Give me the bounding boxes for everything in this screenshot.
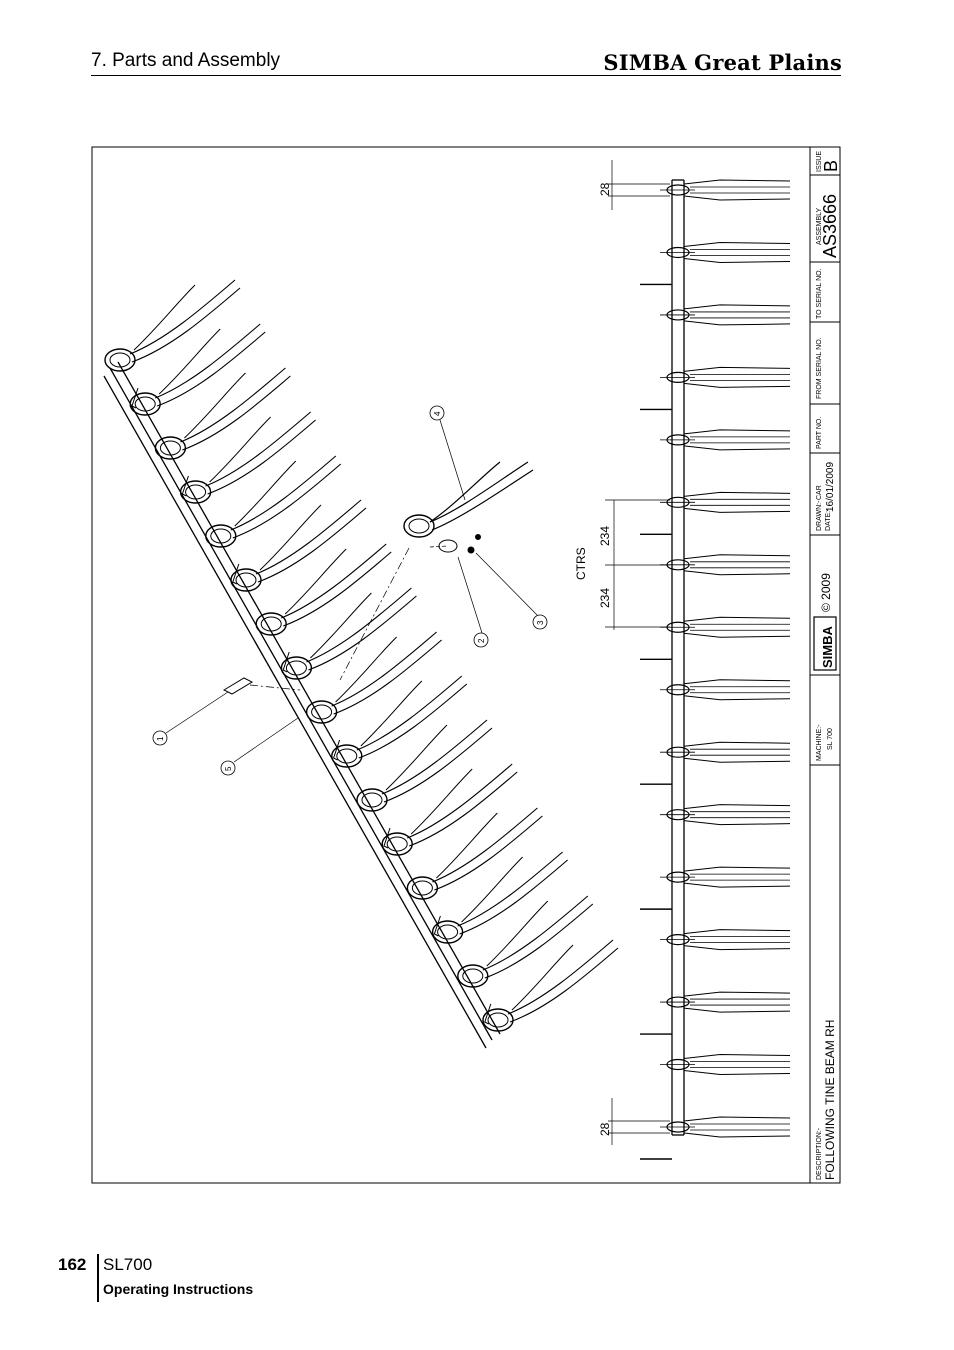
- isometric-tine: [179, 411, 316, 504]
- isometric-tine: [406, 807, 543, 937]
- side-tine: [640, 991, 791, 1035]
- title-block: [809, 147, 840, 1183]
- exploded-detail: [222, 461, 534, 695]
- side-tine: [640, 1116, 791, 1160]
- from-serial-label: FROM SERIAL NO.: [816, 337, 823, 399]
- side-tine: [660, 804, 791, 826]
- drawn-by: CAR: [816, 485, 823, 500]
- isometric-beam: [103, 361, 501, 1049]
- dimension-lines: [605, 160, 670, 1145]
- callout-2: 2: [473, 632, 489, 648]
- drawing-date: 16/01/2009: [825, 462, 836, 512]
- side-tine: [660, 429, 791, 451]
- header-divider: [91, 75, 841, 76]
- issue-value: B: [821, 160, 841, 172]
- side-tine: [640, 366, 791, 411]
- description-label: DESCRIPTION:-: [816, 1127, 823, 1180]
- callout-4: 4: [429, 405, 445, 421]
- isometric-tine: [431, 851, 568, 944]
- date-label: DATE:-: [825, 508, 832, 531]
- side-tine: [640, 741, 791, 785]
- assembly-label: ASSEMBLY: [816, 207, 823, 245]
- assembly-number: AS3666: [820, 194, 840, 258]
- dim-centres-b: 234: [598, 588, 612, 608]
- side-tine: [640, 241, 791, 286]
- isometric-tine: [104, 279, 241, 409]
- side-view-beam: [671, 179, 685, 1136]
- callout-3-label: 3: [536, 620, 545, 625]
- isometric-tine: [356, 719, 493, 849]
- isometric-tine: [381, 763, 518, 856]
- svg-text:SIMBA: SIMBA: [820, 626, 835, 669]
- page-number: 162: [58, 1255, 87, 1274]
- isometric-tine: [154, 367, 291, 497]
- side-tine: [660, 1054, 791, 1076]
- issue-label: ISSUE: [816, 151, 823, 172]
- isometric-tine: [457, 895, 594, 1025]
- side-tine: [640, 616, 791, 660]
- model-name: SL700: [103, 1255, 153, 1274]
- side-view-tines: [640, 179, 791, 1160]
- dim-bottom-pitch: 28: [598, 1122, 612, 1136]
- part-no-label: PART NO.: [816, 417, 823, 449]
- side-tine: [640, 866, 791, 910]
- drawing-border: [91, 146, 841, 1184]
- footer-divider: [97, 1254, 99, 1302]
- dim-top-pitch: 28: [598, 182, 612, 196]
- side-tine: [640, 491, 791, 536]
- side-tine: [660, 554, 791, 576]
- isometric-tine: [255, 543, 392, 673]
- isometric-tine: [230, 499, 367, 592]
- drawn-label: DRAWN:-: [816, 500, 823, 531]
- section-title: 7. Parts and Assembly: [91, 50, 281, 71]
- callout-4-label: 4: [433, 411, 442, 416]
- isometric-tine: [280, 587, 417, 680]
- isometric-tine: [331, 675, 468, 768]
- machine-value: SL 700: [827, 728, 834, 750]
- isometric-tines: [104, 279, 619, 1032]
- callout-3: 3: [532, 614, 548, 630]
- callout-1-label: 1: [156, 736, 165, 741]
- manual-subtitle: Operating Instructions: [103, 1281, 254, 1297]
- to-serial-label: TO SERIAL NO.: [816, 268, 823, 319]
- side-tine: [660, 304, 791, 326]
- copyright: © 2009: [819, 573, 833, 612]
- callout-5: 5: [220, 760, 236, 776]
- isometric-tine: [129, 323, 266, 416]
- isometric-tine: [305, 631, 442, 761]
- callout-1: 1: [152, 730, 168, 746]
- dim-ctrs-label: CTRS: [574, 547, 588, 580]
- brand-logo-text: SIMBA Great Plains: [603, 50, 842, 75]
- machine-label: MACHINE:-: [816, 724, 823, 761]
- simba-logo: SIMBA: [813, 616, 837, 671]
- callout-2-label: 2: [477, 638, 486, 643]
- side-tine: [660, 679, 791, 701]
- description-value: FOLLOWING TINE BEAM RH: [823, 1020, 837, 1180]
- callout-5-label: 5: [224, 766, 233, 771]
- dim-centres-a: 234: [598, 526, 612, 546]
- side-tine: [660, 179, 791, 201]
- side-tine: [660, 929, 791, 951]
- isometric-tine: [482, 939, 619, 1032]
- isometric-tine: [205, 455, 342, 585]
